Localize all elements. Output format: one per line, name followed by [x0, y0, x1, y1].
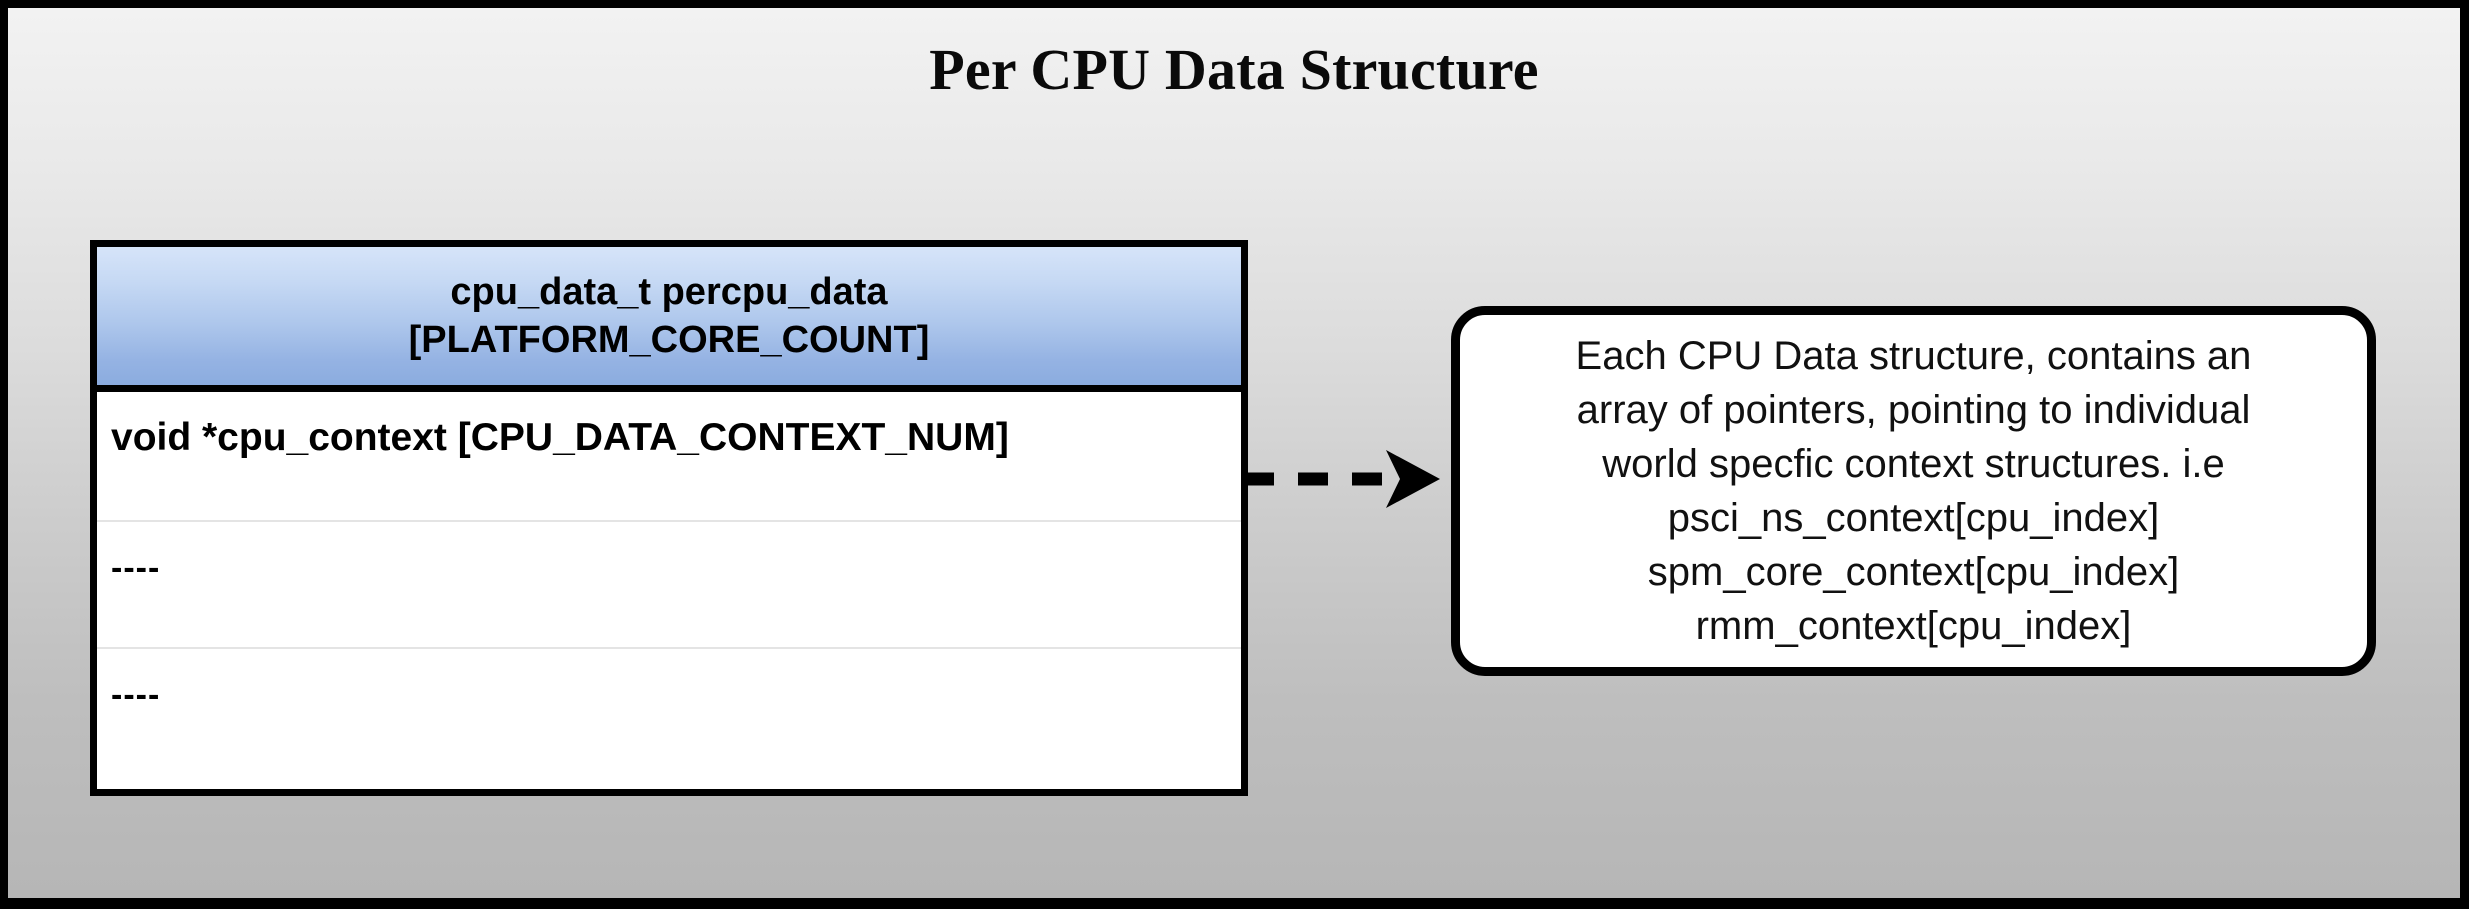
table-row: ---- [97, 520, 1241, 647]
struct-table-row-label: ---- [111, 549, 161, 587]
table-row: void *cpu_context [CPU_DATA_CONTEXT_NUM] [97, 392, 1241, 520]
dashed-arrow-connector [1244, 448, 1444, 510]
struct-table-body: void *cpu_context [CPU_DATA_CONTEXT_NUM]… [90, 392, 1248, 796]
table-row: ---- [97, 647, 1241, 782]
callout-box: Each CPU Data structure, contains an arr… [1451, 306, 2376, 676]
callout-text: Each CPU Data structure, contains an arr… [1575, 334, 2252, 648]
struct-table-header: cpu_data_t percpu_data [PLATFORM_CORE_CO… [90, 240, 1248, 392]
dashed-arrow-icon [1244, 450, 1440, 508]
page-title: Per CPU Data Structure [929, 37, 1539, 102]
struct-table-row-label: void *cpu_context [CPU_DATA_CONTEXT_NUM] [111, 416, 1009, 459]
struct-table-header-label: cpu_data_t percpu_data [PLATFORM_CORE_CO… [408, 271, 930, 361]
struct-table-row-label: ---- [111, 676, 161, 714]
percpu-data-struct-table: cpu_data_t percpu_data [PLATFORM_CORE_CO… [90, 240, 1248, 796]
